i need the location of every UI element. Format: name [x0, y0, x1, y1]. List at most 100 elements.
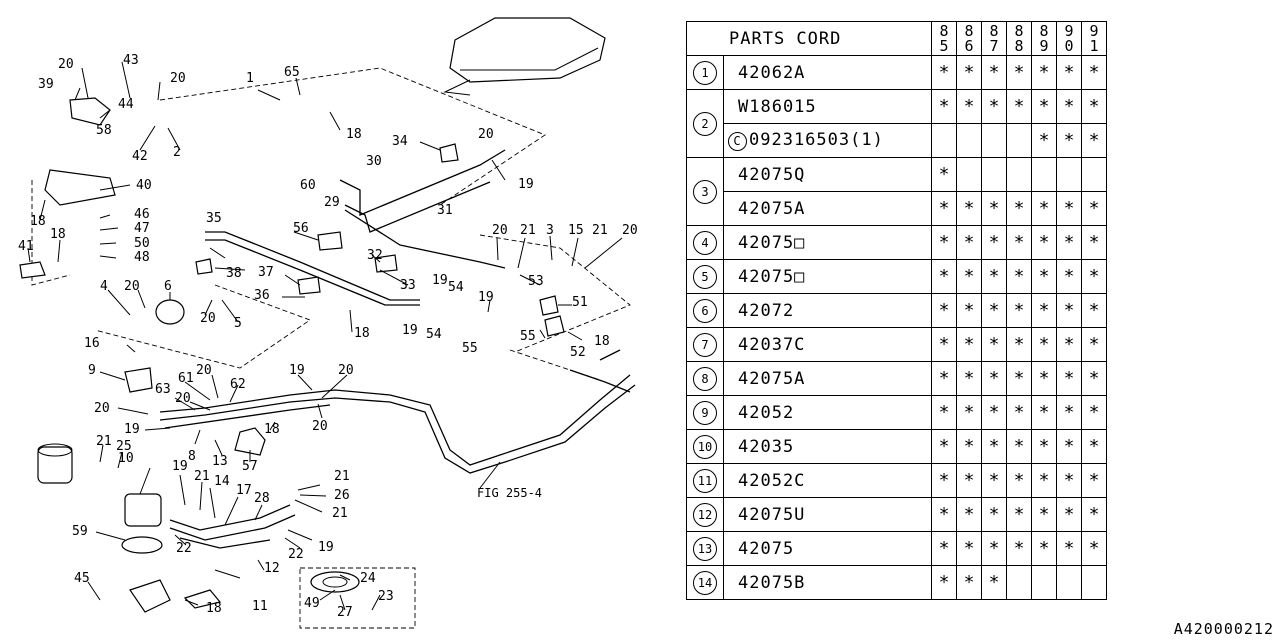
part-number-cell: 42052C: [723, 463, 932, 498]
callout-label: 35: [206, 211, 222, 226]
hose-59: [121, 536, 163, 554]
callout-label: 18: [264, 422, 280, 437]
callout-label: 18: [206, 601, 222, 616]
part-number-cell: 42072: [723, 293, 932, 328]
applicability-mark: *: [981, 497, 1007, 532]
callout-label: 53: [528, 274, 544, 289]
callout-label: 52: [570, 345, 586, 360]
callout-label: 20: [175, 391, 191, 406]
callout-label: 33: [400, 278, 416, 293]
callout-label: 20: [478, 127, 494, 142]
applicability-mark: *: [1081, 531, 1107, 566]
applicability-mark: *: [1031, 191, 1057, 226]
applicability-mark: [981, 157, 1007, 192]
callout-label: 55: [520, 329, 536, 344]
callout-label: 19: [518, 177, 534, 192]
callout-label: 18: [30, 214, 46, 229]
applicability-mark: *: [1006, 225, 1032, 260]
applicability-mark: *: [931, 361, 957, 396]
ref-number-cell: 8: [686, 361, 724, 396]
ref-number: 12: [693, 502, 717, 527]
part-number: 092316503(1): [749, 130, 884, 150]
part-number-cell: 42075Q: [723, 157, 932, 192]
applicability-mark: *: [981, 395, 1007, 430]
applicability-mark: *: [956, 497, 982, 532]
applicability-mark: *: [1056, 293, 1082, 328]
applicability-mark: *: [981, 293, 1007, 328]
callout-label: 63: [155, 382, 171, 397]
callout-label: 18: [354, 326, 370, 341]
applicability-mark: *: [1031, 293, 1057, 328]
callout-label: 13: [212, 454, 228, 469]
applicability-mark: *: [981, 225, 1007, 260]
part-number-cell: 42062A: [723, 55, 932, 90]
ref-number: 5: [693, 264, 717, 289]
callout-label: 19: [289, 363, 305, 378]
ref-number: 7: [693, 332, 717, 357]
applicability-mark: *: [1081, 497, 1107, 532]
part-number: 42075Q: [738, 164, 806, 185]
applicability-mark: *: [931, 259, 957, 294]
applicability-mark: [931, 123, 957, 158]
callout-label: 62: [230, 377, 246, 392]
ref-number: 6: [693, 298, 717, 323]
applicability-mark: *: [931, 565, 957, 600]
callout-label: 19: [124, 422, 140, 437]
applicability-mark: *: [1081, 259, 1107, 294]
ref-number: 4: [693, 230, 717, 255]
applicability-mark: *: [1006, 327, 1032, 362]
applicability-mark: *: [1056, 429, 1082, 464]
applicability-mark: *: [981, 531, 1007, 566]
ref-number: 1: [693, 60, 717, 85]
callout-label: 48: [134, 250, 150, 265]
callout-label: 36: [254, 288, 270, 303]
applicability-mark: [1056, 565, 1082, 600]
part-number-cell: 42075A: [723, 191, 932, 226]
applicability-mark: *: [981, 259, 1007, 294]
applicability-mark: *: [1006, 463, 1032, 498]
part-number: W186015: [738, 96, 817, 117]
applicability-mark: *: [931, 327, 957, 362]
ref-number-cell: 9: [686, 395, 724, 430]
applicability-mark: *: [956, 361, 982, 396]
callout-label: 46: [134, 207, 150, 222]
callout-label: 65: [284, 65, 300, 80]
canister-10: [124, 493, 162, 527]
callout-label: 21: [520, 223, 536, 238]
applicability-mark: *: [931, 497, 957, 532]
applicability-mark: *: [931, 463, 957, 498]
applicability-mark: [1006, 157, 1032, 192]
callout-label: 23: [378, 589, 394, 604]
ref-number-cell: 7: [686, 327, 724, 362]
callout-label: 44: [118, 97, 134, 112]
callout-label: 5: [234, 316, 242, 331]
ref-number-cell: 10: [686, 429, 724, 464]
part-number: 42075U: [738, 504, 806, 525]
applicability-mark: *: [956, 395, 982, 430]
ref-number-cell: 2: [686, 89, 724, 158]
callout-label: 64: [0, 0, 16, 4]
callout-label: 18: [594, 334, 610, 349]
callout-label: 45: [74, 571, 90, 586]
fuel-tank: [449, 17, 606, 83]
applicability-mark: [1006, 123, 1032, 158]
applicability-mark: *: [981, 55, 1007, 90]
applicability-mark: *: [1031, 123, 1057, 158]
applicability-mark: *: [1031, 225, 1057, 260]
applicability-mark: *: [1056, 531, 1082, 566]
callout-label: 40: [136, 178, 152, 193]
callout-label: 58: [96, 123, 112, 138]
callout-label: 21: [592, 223, 608, 238]
applicability-mark: *: [981, 327, 1007, 362]
part-number-cell: 42075A: [723, 361, 932, 396]
